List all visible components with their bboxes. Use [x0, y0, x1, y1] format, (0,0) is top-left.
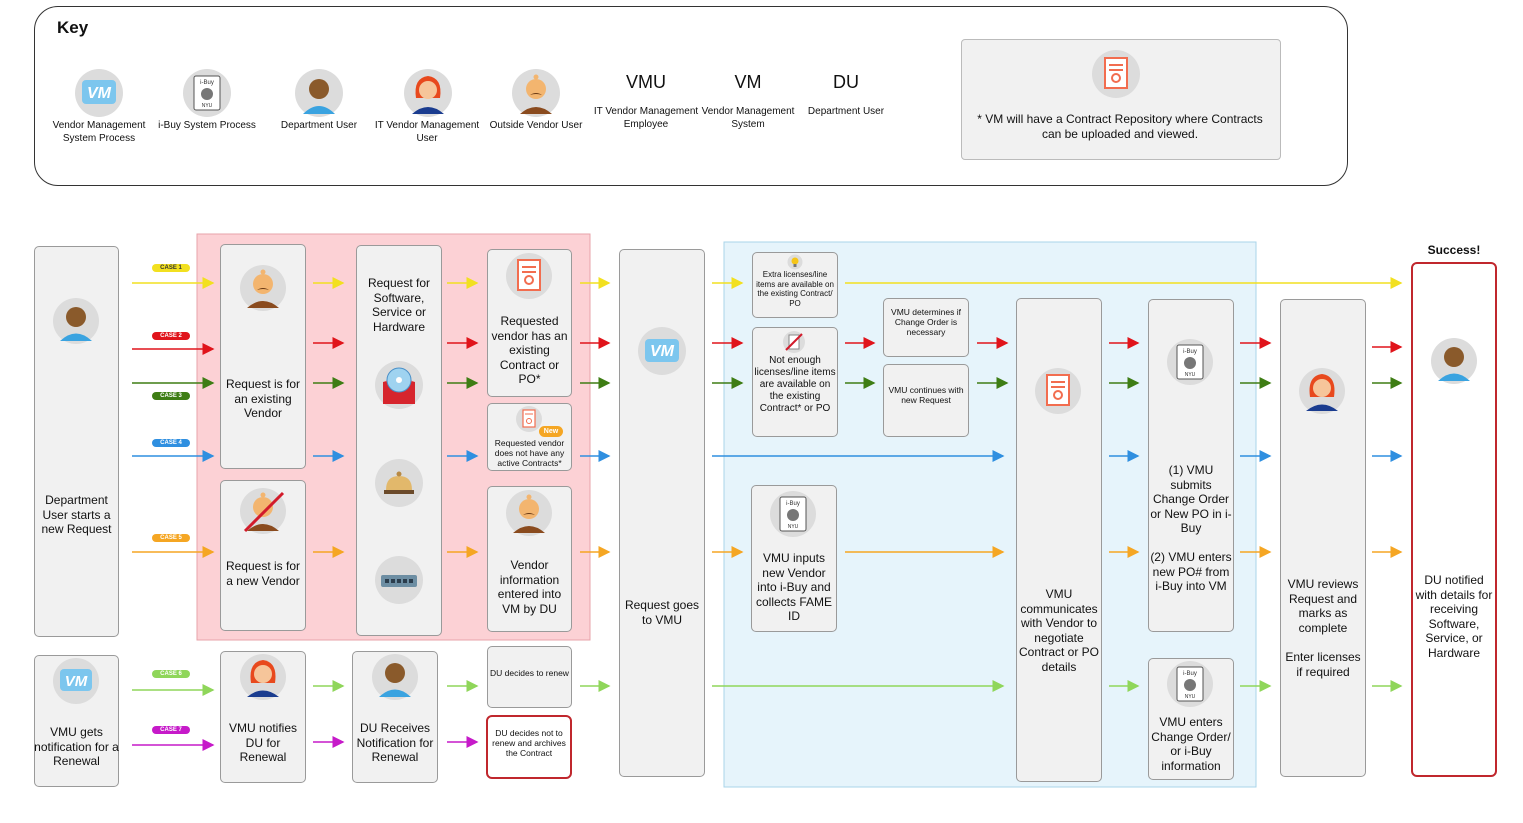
key-abbr-vm: VM: [734, 72, 762, 92]
outside-vendor-icon: [505, 489, 553, 537]
case-1-badge: CASE 1: [152, 264, 190, 272]
contract-icon: [1034, 367, 1082, 415]
key-abbr-vmu-label: IT Vendor Management Employee: [593, 106, 699, 130]
ibuy-logo-top: i-Buy: [1183, 671, 1197, 677]
contract-new-icon: [515, 405, 543, 433]
software-disc-icon: [374, 360, 424, 410]
contract-icon: [505, 252, 553, 300]
du-receives-text: DU Receives Notification for Renewal: [356, 721, 434, 764]
vm-logo-text: VM: [87, 85, 112, 102]
du-renew-text: DU decides to renew: [490, 668, 569, 678]
key-label-ibuy-process: i-Buy System Process: [158, 120, 256, 131]
vmu-communicates-text: VMU communicates with Vendor to negotiat…: [1018, 587, 1100, 674]
key-label-vm-process: Vendor Management System Process: [52, 120, 146, 144]
it-vendor-user-icon: [403, 68, 453, 118]
outside-vendor-icon: [239, 264, 287, 312]
department-user-icon: [1430, 337, 1478, 385]
has-contract-text: Requested vendor has an existing Contrac…: [491, 314, 568, 386]
case-4-badge: CASE 4: [152, 439, 190, 447]
vm-logo-text: VM: [650, 343, 675, 360]
vm-logo-icon: VM: [74, 68, 124, 118]
vmu-notifies-text: VMU notifies DU for Renewal: [228, 721, 298, 764]
du-notified-text: DU notified with details for receiving S…: [1415, 573, 1493, 660]
du-not-renew-text: DU decides not to renew and archives the…: [492, 728, 566, 758]
lightbulb-icon: [787, 254, 803, 270]
existing-vendor-text: Request is for an existing Vendor: [225, 377, 301, 420]
vmu-inputs-text: VMU inputs new Vendor into i-Buy and col…: [755, 551, 833, 623]
case-7-arrows: [132, 736, 479, 751]
ibuy-logo-bottom: NYU: [202, 103, 213, 109]
vmu-enters-text: VMU enters Change Order/ or i-Buy inform…: [1151, 715, 1231, 773]
no-contract-card: [487, 403, 572, 471]
case-6-badge: CASE 6: [152, 670, 190, 678]
case-5-badge: CASE 5: [152, 534, 190, 542]
ibuy-logo-top: i-Buy: [1183, 349, 1197, 355]
extra-licenses-text: Extra licenses/line items are available …: [756, 270, 834, 308]
it-vendor-user-icon: [239, 653, 287, 701]
key-title: Key: [57, 18, 89, 37]
department-user-icon: [371, 653, 419, 701]
vm-logo-icon: VM: [637, 326, 687, 376]
goes-to-vmu-text: Request goes to VMU: [624, 598, 700, 627]
vmu-continues-card: [883, 364, 969, 437]
key-label-it-vendor-user: IT Vendor Management User: [374, 120, 480, 144]
department-user-icon: [294, 68, 344, 118]
vmu-continues-text: VMU continues with new Request: [888, 385, 964, 405]
vmu-reviews-text-2: Enter licenses if required: [1285, 650, 1361, 679]
vmu-renewal-text: VMU gets notification for a Renewal: [34, 725, 119, 768]
ibuy-logo-bottom: NYU: [788, 524, 799, 530]
case-7-badge: CASE 7: [152, 726, 190, 734]
du-renew-card: [487, 646, 572, 708]
case-6-arrows: [132, 680, 1403, 696]
no-contract-text: Requested vendor does not have any activ…: [494, 438, 565, 468]
ibuy-logo-top: i-Buy: [786, 501, 800, 507]
vendor-info-text: Vendor information entered into VM by DU: [497, 558, 562, 616]
department-user-icon: [52, 297, 100, 345]
du-start-text: Department User starts a new Request: [41, 493, 112, 536]
vm-logo-icon: VM: [52, 657, 100, 705]
new-badge: New: [539, 426, 563, 437]
case-2-arrows: [132, 337, 1403, 355]
ibuy-logo-top: i-Buy: [200, 80, 214, 86]
change-order-check-card: [883, 298, 969, 357]
ibuy-logo-bottom: NYU: [1185, 694, 1196, 700]
new-vendor-text: Request is for a new Vendor: [225, 559, 301, 588]
it-vendor-user-icon: [1298, 367, 1346, 415]
vmu-submits-text-1: (1) VMU submits Change Order or New PO i…: [1150, 463, 1232, 535]
no-license-icon: [782, 330, 806, 354]
vm-logo-text: VM: [65, 673, 88, 690]
key-abbr-vmu: VMU: [626, 72, 666, 92]
case-2-badge: CASE 2: [152, 332, 190, 340]
success-label: Success!: [1427, 243, 1481, 257]
key-label-outside-vendor: Outside Vendor User: [489, 120, 583, 131]
key-abbr-du: DU: [833, 72, 859, 92]
request-types-text: Request for Software, Service or Hardwar…: [367, 276, 431, 334]
du-not-renew-card: [486, 715, 572, 779]
not-enough-text: Not enough licenses/line items are avail…: [754, 355, 836, 414]
new-vendor-crossed-icon: [239, 487, 287, 535]
outside-vendor-icon: [511, 68, 561, 118]
key-panel: [34, 6, 1348, 186]
du-receives-card: [352, 651, 438, 783]
contract-icon: [1091, 49, 1141, 99]
hardware-switch-icon: [374, 555, 424, 605]
key-abbr-du-label: Department User: [807, 106, 885, 117]
ibuy-logo-bottom: NYU: [1185, 372, 1196, 378]
key-label-department-user: Department User: [280, 120, 358, 131]
vmu-submits-text-2: (2) VMU enters new PO# from i-Buy into V…: [1150, 550, 1232, 593]
note-text: * VM will have a Contract Repository whe…: [977, 112, 1263, 141]
change-order-check-text: VMU determines if Change Order is necess…: [891, 307, 961, 337]
case-3-badge: CASE 3: [152, 392, 190, 400]
vmu-reviews-text-1: VMU reviews Request and marks as complet…: [1287, 577, 1359, 635]
key-abbr-vm-label: Vendor Management System: [701, 106, 795, 130]
service-bell-icon: [374, 458, 424, 508]
